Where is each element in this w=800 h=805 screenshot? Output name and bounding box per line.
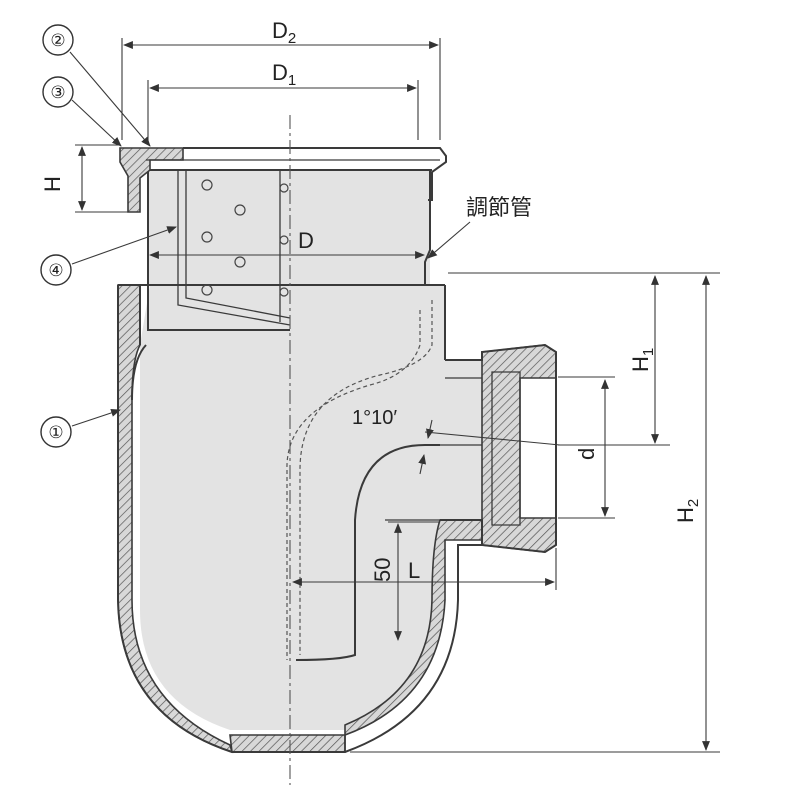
callout-part-1: ① xyxy=(40,409,121,448)
dimension-small-d xyxy=(558,376,615,519)
label-d: D xyxy=(298,228,314,253)
label-d1: D1 xyxy=(272,60,296,89)
label-h2: H2 xyxy=(673,499,702,523)
label-small-d: d xyxy=(574,448,599,460)
label-d2: D2 xyxy=(272,18,296,47)
dimension-l xyxy=(292,548,557,590)
label-h1: H1 xyxy=(628,348,657,372)
top-flange xyxy=(119,147,447,213)
dimension-h2 xyxy=(350,275,720,753)
label-l: L xyxy=(408,558,420,583)
angle-indicator xyxy=(418,419,561,475)
dimension-50 xyxy=(388,521,440,641)
trap-body xyxy=(117,284,520,754)
svg-text:④: ④ xyxy=(48,261,63,280)
callout-part-4: ④ xyxy=(40,226,177,286)
svg-text:③: ③ xyxy=(50,83,65,102)
dimension-d2 xyxy=(121,38,441,140)
strainer-holes xyxy=(201,179,289,297)
adjust-pipe-leader xyxy=(427,221,471,259)
svg-text:②: ② xyxy=(50,31,65,50)
internal-elbow xyxy=(286,285,482,661)
label-h: H xyxy=(40,176,65,192)
svg-text:①: ① xyxy=(48,423,63,442)
label-50: 50 xyxy=(370,558,395,582)
dimension-d1 xyxy=(147,80,419,145)
callout-part-3: ③ xyxy=(42,76,122,147)
label-adjust-pipe: 調節管 xyxy=(466,196,532,221)
outlet-pipe xyxy=(440,343,557,554)
callout-part-2: ② xyxy=(42,24,151,147)
dimension-h1 xyxy=(448,272,720,446)
label-angle: 1°10′ xyxy=(352,407,397,429)
